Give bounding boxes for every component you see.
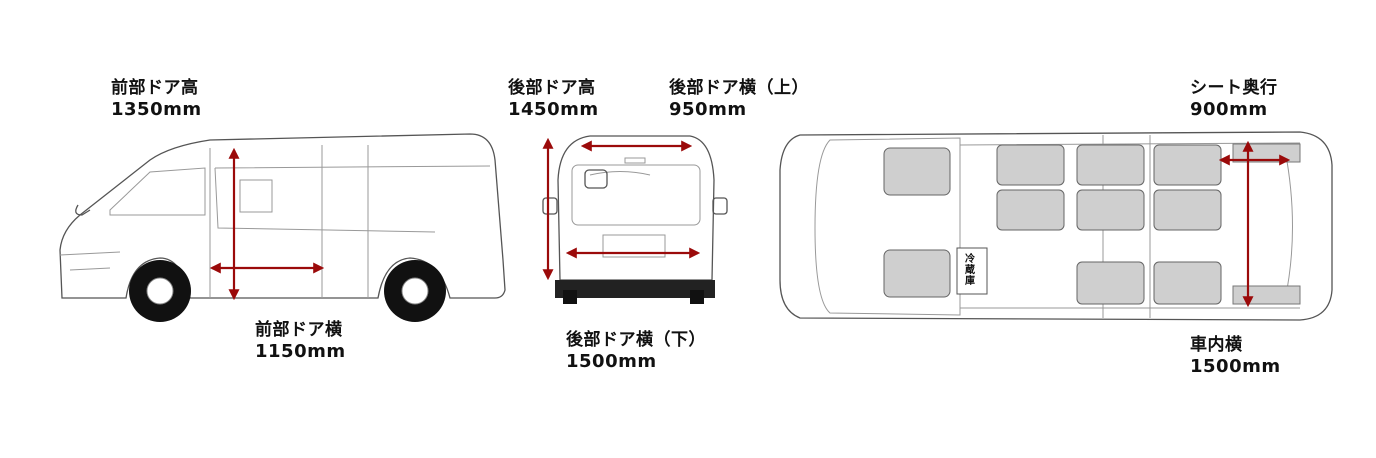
label-title: 後部ドア高 [508,78,596,98]
label-title: 後部ドア横（下） [566,330,706,350]
label-value: 900mm [1190,99,1268,120]
rear-view [542,135,728,304]
label-title: 車内横 [1190,335,1243,355]
front-door-width-label: 前部ドア横 1150mm [255,320,346,362]
fridge-box [956,247,988,295]
label-value: 1500mm [1190,356,1281,377]
front-door-height-label: 前部ドア高 1350mm [111,78,202,120]
label-value: 1500mm [566,351,657,372]
fridge-label: 冷蔵庫 [965,254,975,287]
side-view [59,133,506,322]
label-value: 950mm [669,99,747,120]
seats [883,144,1222,305]
interior-width-label: 車内横 1500mm [1190,335,1281,377]
rear-door-upper-width-label: 後部ドア横（上） 950mm [669,78,809,120]
label-value: 1450mm [508,99,599,120]
label-title: シート奥行 [1190,78,1278,98]
rear-door-lower-width-label: 後部ドア横（下） 1500mm [566,330,706,372]
seat-depth-label: シート奥行 900mm [1190,78,1278,120]
label-title: 前部ドア横 [255,320,343,340]
label-value: 1350mm [111,99,202,120]
label-value: 1150mm [255,341,346,362]
label-title: 後部ドア横（上） [669,78,809,98]
rear-door-height-label: 後部ドア高 1450mm [508,78,599,120]
label-title: 前部ドア高 [111,78,199,98]
